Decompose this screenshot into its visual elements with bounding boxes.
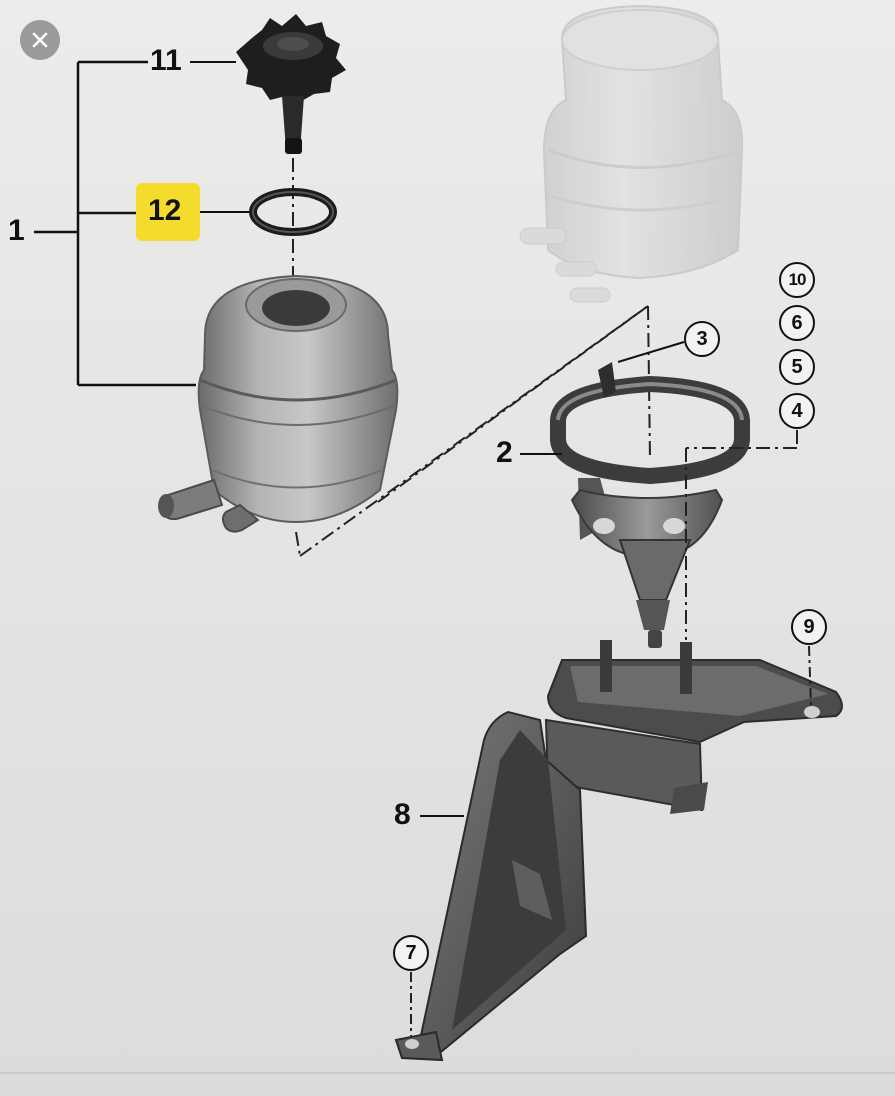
callout-part-5: 5 [779, 349, 815, 385]
reservoir-part-1 [158, 274, 399, 533]
leader-line-4 [685, 430, 798, 640]
callout-part-8: 8 [394, 798, 411, 831]
reservoir-cap-part-11 [236, 14, 346, 154]
o-ring-part-12 [249, 188, 337, 236]
leader-line-3 [617, 341, 685, 363]
callout-part-2: 2 [496, 436, 513, 469]
callout-part-1: 1 [8, 214, 25, 247]
close-icon [32, 32, 48, 48]
callout-part-7: 7 [393, 935, 429, 971]
support-bracket-part-8 [394, 640, 843, 1062]
part-1-group-bracket [34, 60, 196, 387]
close-button[interactable] [20, 20, 60, 60]
part-12-highlight [136, 183, 200, 241]
callout-part-3: 3 [684, 321, 720, 357]
clamp-band-part-2 [550, 362, 750, 648]
callout-part-11: 11 [150, 44, 182, 77]
callout-part-9: 9 [791, 609, 827, 645]
callout-part-6: 6 [779, 305, 815, 341]
assembly-dashed-lines [295, 305, 651, 557]
callout-part-12[interactable]: 12 [148, 194, 182, 227]
ghost-reservoir-drawing [519, 4, 744, 303]
image-bottom-edge [0, 1072, 895, 1074]
callout-part-10: 10 [779, 262, 815, 298]
leader-line-9 [808, 645, 812, 707]
callout-part-4: 4 [779, 393, 815, 429]
